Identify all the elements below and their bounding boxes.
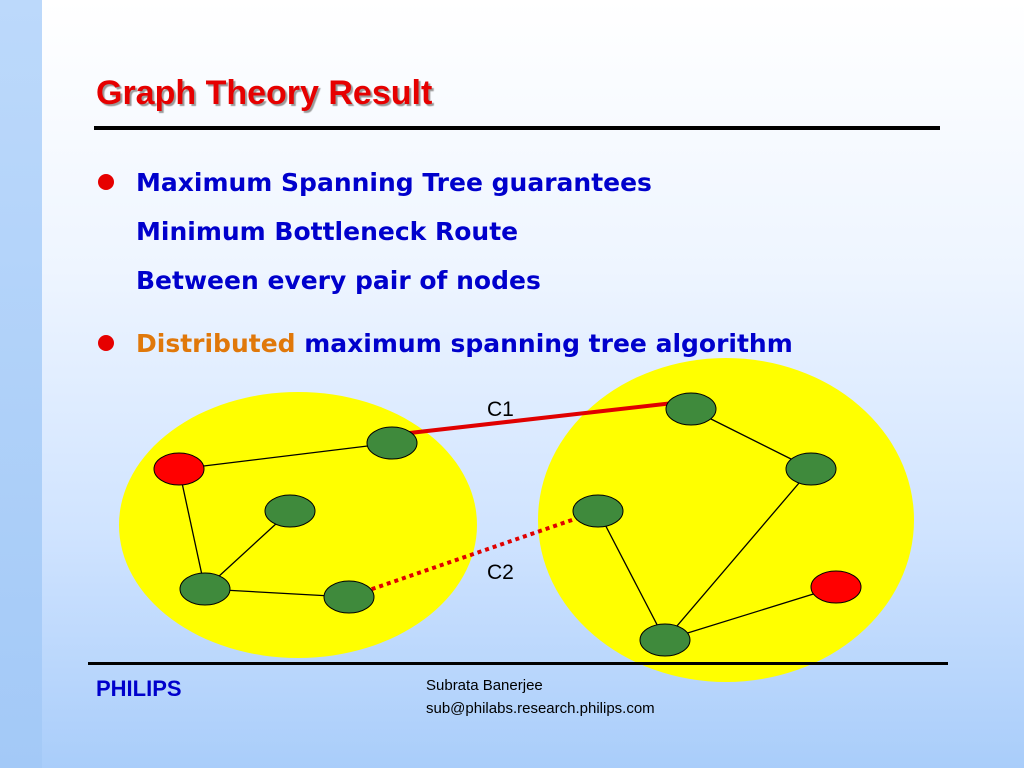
node-left-middle — [264, 494, 316, 528]
node-left-bottom — [179, 572, 231, 606]
bullet-dot-icon — [98, 174, 114, 190]
label-c2: C2 — [487, 561, 514, 584]
link-c1 — [391, 399, 692, 437]
node-right-red — [810, 570, 862, 604]
bullet-dot-icon — [98, 335, 114, 351]
left-accent-strip — [0, 0, 42, 768]
node-left-bottom-right — [323, 580, 375, 614]
bullet-2-highlight: Distributed — [136, 329, 296, 358]
title-underline — [94, 126, 940, 130]
node-right-top — [665, 392, 717, 426]
node-right-upper — [785, 452, 837, 486]
slide-title: Graph Theory Result — [96, 74, 433, 112]
edge-left-1 — [178, 442, 393, 470]
node-right-bottom — [639, 623, 691, 657]
label-c1: C1 — [487, 398, 514, 421]
edge-right-2 — [664, 468, 812, 641]
node-left-red — [153, 452, 205, 486]
cluster-right — [538, 358, 914, 682]
edge-left-2 — [178, 468, 206, 590]
footer-brand: PHILIPS — [96, 676, 182, 701]
bullet-item-2: Distributed maximum spanning tree algori… — [96, 319, 793, 368]
footer-rule — [88, 662, 948, 665]
node-left-top — [366, 426, 418, 460]
bullet-2-text: maximum spanning tree algorithm — [295, 329, 793, 358]
author-name: Subrata Banerjee — [426, 677, 543, 694]
author-email: sub@philabs.research.philips.com — [426, 700, 655, 717]
link-c2 — [348, 509, 599, 599]
footer-author-block: Subrata Banerjee sub@philabs.research.ph… — [426, 674, 655, 720]
bullet-list: Maximum Spanning Tree guarantees Minimum… — [96, 158, 793, 368]
edge-right-4 — [664, 586, 837, 641]
bullet-1-line-2: Minimum Bottleneck Route — [136, 217, 519, 246]
bullet-1-line-3: Between every pair of nodes — [136, 266, 541, 295]
bullet-1-line-1: Maximum Spanning Tree guarantees — [136, 168, 652, 197]
edge-right-3 — [597, 510, 666, 641]
node-right-left — [572, 494, 624, 528]
bullet-item-1: Maximum Spanning Tree guarantees Minimum… — [96, 158, 793, 305]
